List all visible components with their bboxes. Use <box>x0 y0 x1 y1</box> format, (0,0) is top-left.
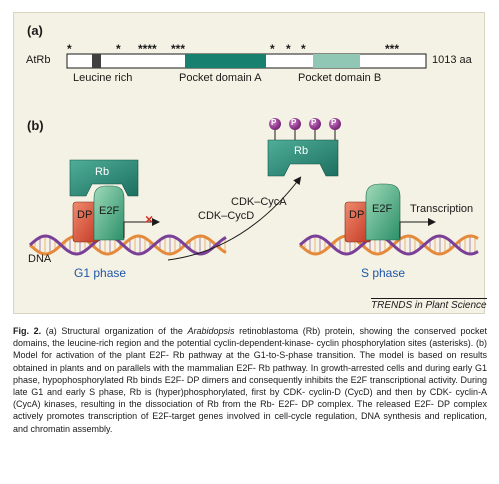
diagram-graphics <box>28 53 479 261</box>
panel-b-label: (b) <box>27 118 44 133</box>
protein-name: AtRb <box>26 54 51 66</box>
phosphate-label-3: P <box>311 118 317 127</box>
leucine-rich-region <box>92 54 101 68</box>
e2f-protein-right <box>365 183 401 241</box>
phosphorylated-rb <box>267 118 341 177</box>
phosphate-2 <box>289 118 301 130</box>
dna-strand <box>298 234 479 256</box>
e2f-label-left: E2F <box>99 205 120 217</box>
dna-strand <box>28 234 227 256</box>
asterisk-group-7: * <box>301 42 306 56</box>
phosphate-label-2: P <box>291 118 297 127</box>
asterisk-group-5: * <box>270 42 275 56</box>
dna-strand <box>28 234 227 256</box>
source-credit: TRENDS in Plant Science <box>371 298 487 311</box>
g1-phase-label: G1 phase <box>74 266 127 280</box>
caption-fig-label: Fig. 2. <box>13 326 42 336</box>
asterisk-group-1: * <box>67 42 72 56</box>
cdk-cyca-label: CDK–CycA <box>231 196 287 208</box>
panel-a-label: (a) <box>27 23 43 38</box>
atrb-protein-bar <box>66 53 427 69</box>
phosphate-label-4: P <box>331 118 337 127</box>
dna-helix-left <box>28 234 227 256</box>
phosphate-3 <box>309 118 321 130</box>
blocked-transcription-arrow <box>123 218 160 238</box>
active-transcription-arrow <box>399 218 436 238</box>
asterisk-group-6: * <box>286 42 291 56</box>
phosphorylation-arrow <box>167 176 302 261</box>
caption-part-2: retinoblastoma (Rb) protein, showing the… <box>13 326 487 434</box>
blocked-mark: × <box>145 211 154 227</box>
rb-label-top: Rb <box>294 145 309 157</box>
asterisk-group-3: **** <box>138 42 157 56</box>
asterisk-group-4: *** <box>171 42 186 56</box>
dp-label-right: DP <box>349 209 365 221</box>
rb-protein-left <box>69 159 139 197</box>
pocket-a-label: Pocket domain A <box>179 72 262 84</box>
dp-label-left: DP <box>77 209 93 221</box>
asterisk-group-8: *** <box>385 42 400 56</box>
s-phase-label: S phase <box>361 266 406 280</box>
protein-length: 1013 aa <box>432 54 472 66</box>
rb-label-left: Rb <box>95 166 110 178</box>
e2f-label-right: E2F <box>372 203 393 215</box>
e2f-protein-left <box>93 185 125 241</box>
cdk-cycd-label: CDK–CycD <box>198 210 255 222</box>
figure-caption: Fig. 2. (a) Structural organization of t… <box>13 325 487 435</box>
transcription-label: Transcription <box>410 203 474 215</box>
pocket-b-label: Pocket domain B <box>298 72 382 84</box>
caption-species: Arabidopsis <box>187 326 235 336</box>
caption-part-1: (a) Structural organization of the <box>41 326 188 336</box>
asterisk-group-2: * <box>116 42 121 56</box>
phosphate-label-1: P <box>271 118 277 127</box>
g1-complex <box>69 159 139 243</box>
phosphate-1 <box>269 118 281 130</box>
rb-protein-top <box>267 139 339 177</box>
dna-strand <box>298 234 479 256</box>
phosphate-4 <box>329 118 341 130</box>
pocket-domain-b <box>313 54 360 68</box>
dna-label: DNA <box>28 253 52 265</box>
leucine-rich-label: Leucine rich <box>73 72 133 84</box>
pocket-domain-a <box>185 54 266 68</box>
s-phase-complex <box>344 183 401 243</box>
